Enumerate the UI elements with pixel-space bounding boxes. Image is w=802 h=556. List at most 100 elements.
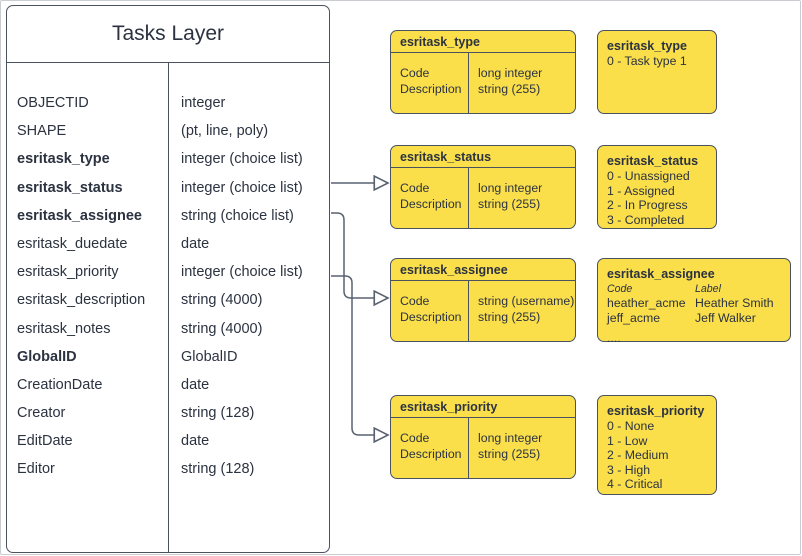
field-name-objectid: OBJECTID [17, 95, 89, 111]
field-name-esritask-type: esritask_type [17, 151, 110, 168]
coded-table-header-esritask-assignee: esritask_assignee [391, 259, 575, 281]
domain-grid-code: jeff_acme [607, 310, 661, 325]
coded-row-description-type: string (255) [478, 82, 541, 96]
domain-values-esritask-priority[interactable]: esritask_priority 0 - None 1 - Low 2 - M… [597, 395, 717, 495]
field-type-esritask-duedate: date [181, 235, 210, 252]
coded-row-code-type: string (username) [478, 294, 575, 308]
coded-table-esritask-status[interactable]: esritask_status Code Description long in… [390, 145, 576, 229]
coded-table-columns: Code Description long integer string (25… [391, 168, 575, 228]
field-type-shape: (pt, line, poly) [181, 123, 269, 140]
coded-table-code-column: Code Description [391, 281, 469, 341]
domain-values-esritask-type[interactable]: esritask_type 0 - Task type 1 [597, 30, 717, 114]
field-name-esritask-notes: esritask_notes [17, 320, 111, 337]
coded-row-description-label: Description [400, 197, 462, 211]
coded-table-type-column: string (username) string (255) [469, 281, 575, 341]
domain-grid-row: jeff_acme Jeff Walker [607, 311, 790, 326]
field-name-editor: Editor [17, 461, 55, 478]
coded-table-columns: Code Description string (username) strin… [391, 281, 575, 341]
entity-field-name-column: OBJECTID SHAPE esritask_type esritask_st… [7, 63, 169, 552]
entity-field-type-column: integer (pt, line, poly) integer (choice… [169, 63, 329, 552]
coded-table-type-column: long integer string (255) [469, 418, 575, 478]
domain-title-esritask-assignee: esritask_assignee [607, 267, 715, 281]
coded-row-code-label: Code [400, 181, 430, 195]
field-name-esritask-duedate: esritask_duedate [17, 235, 128, 252]
coded-row-code-type: long integer [478, 66, 543, 80]
coded-row-description-type: string (255) [478, 197, 541, 211]
domain-value-grid: Code Label heather_acme Heather Smith je… [607, 282, 790, 345]
coded-table-esritask-priority[interactable]: esritask_priority Code Description long … [390, 395, 576, 479]
coded-row-code-type: long integer [478, 431, 543, 445]
domain-grid-header-code: Code [607, 283, 633, 295]
coded-row-code-label: Code [400, 66, 430, 80]
domain-title-esritask-priority: esritask_priority [607, 404, 705, 418]
domain-value: 2 - Medium [607, 448, 669, 462]
domain-grid-code: heather_acme [607, 296, 686, 310]
page-title: Tasks Layer [7, 6, 329, 63]
domain-value: 1 - Assigned [607, 183, 675, 198]
coded-row-description-label: Description [400, 310, 462, 324]
domain-grid-row: heather_acme Heather Smith [607, 296, 790, 311]
domain-value: 3 - Completed [607, 212, 685, 227]
field-type-creator: string (128) [181, 405, 255, 422]
coded-table-code-column: Code Description [391, 53, 469, 113]
field-type-esritask-type: integer (choice list) [181, 151, 303, 168]
coded-table-type-column: long integer string (255) [469, 53, 575, 113]
field-type-esritask-status: integer (choice list) [181, 179, 303, 196]
domain-grid-header-label: Label [695, 283, 721, 295]
tasks-layer-entity[interactable]: Tasks Layer OBJECTID SHAPE esritask_type… [6, 5, 330, 553]
domain-title-esritask-type: esritask_type [607, 39, 687, 53]
coded-row-description-label: Description [400, 447, 462, 461]
field-type-editor: string (128) [181, 461, 255, 478]
domain-value: 0 - Task type 1 [607, 54, 687, 68]
field-name-esritask-assignee: esritask_assignee [17, 207, 142, 224]
field-type-creationdate: date [181, 376, 210, 393]
field-name-esritask-description: esritask_description [17, 292, 146, 309]
coded-table-header-esritask-priority: esritask_priority [391, 396, 575, 418]
domain-grid-ellipsis: .... [607, 330, 621, 345]
field-type-esritask-description: string (4000) [181, 292, 263, 309]
coded-table-header-esritask-status: esritask_status [391, 146, 575, 168]
coded-row-description-label: Description [400, 82, 462, 96]
coded-table-esritask-type[interactable]: esritask_type Code Description long inte… [390, 30, 576, 114]
domain-grid-label: Heather Smith [695, 296, 774, 310]
field-name-shape: SHAPE [17, 123, 67, 140]
field-name-esritask-status: esritask_status [17, 179, 123, 196]
coded-row-code-label: Code [400, 431, 430, 445]
domain-values-esritask-status[interactable]: esritask_status 0 - Unassigned 1 - Assig… [597, 145, 717, 229]
field-type-esritask-priority: integer (choice list) [181, 264, 303, 281]
field-type-esritask-assignee: string (choice list) [181, 207, 294, 224]
domain-value: 4 - Critical [607, 477, 663, 491]
domain-title-esritask-status: esritask_status [607, 154, 699, 168]
field-name-creator: Creator [17, 405, 66, 422]
field-type-editdate: date [181, 433, 210, 450]
coded-table-code-column: Code Description [391, 168, 469, 228]
coded-table-code-column: Code Description [391, 418, 469, 478]
domain-value: 0 - Unassigned [607, 169, 690, 183]
field-name-globalid: GlobalID [17, 348, 77, 365]
domain-value: 2 - In Progress [607, 198, 688, 212]
coded-table-columns: Code Description long integer string (25… [391, 53, 575, 113]
coded-table-esritask-assignee[interactable]: esritask_assignee Code Description strin… [390, 258, 576, 342]
domain-value: 1 - Low [607, 433, 648, 448]
field-name-creationdate: CreationDate [17, 376, 103, 393]
field-type-esritask-notes: string (4000) [181, 320, 263, 337]
domain-value: 0 - None [607, 419, 655, 433]
coded-row-description-type: string (255) [478, 447, 541, 461]
entity-body: OBJECTID SHAPE esritask_type esritask_st… [7, 63, 329, 552]
coded-row-code-type: long integer [478, 181, 543, 195]
domain-grid-header-row: Code Label [607, 282, 790, 296]
domain-grid-ellipsis-row: .... [607, 331, 790, 346]
domain-grid-label: Jeff Walker [695, 310, 756, 325]
coded-table-columns: Code Description long integer string (25… [391, 418, 575, 478]
coded-row-code-label: Code [400, 294, 430, 308]
domain-value: 3 - High [607, 462, 651, 477]
coded-table-type-column: long integer string (255) [469, 168, 575, 228]
field-name-esritask-priority: esritask_priority [17, 264, 119, 281]
domain-values-esritask-assignee[interactable]: esritask_assignee Code Label heather_acm… [597, 258, 791, 345]
field-type-objectid: integer [181, 95, 226, 111]
field-name-editdate: EditDate [17, 433, 73, 450]
field-type-globalid: GlobalID [181, 348, 238, 365]
coded-table-header-esritask-type: esritask_type [391, 31, 575, 53]
